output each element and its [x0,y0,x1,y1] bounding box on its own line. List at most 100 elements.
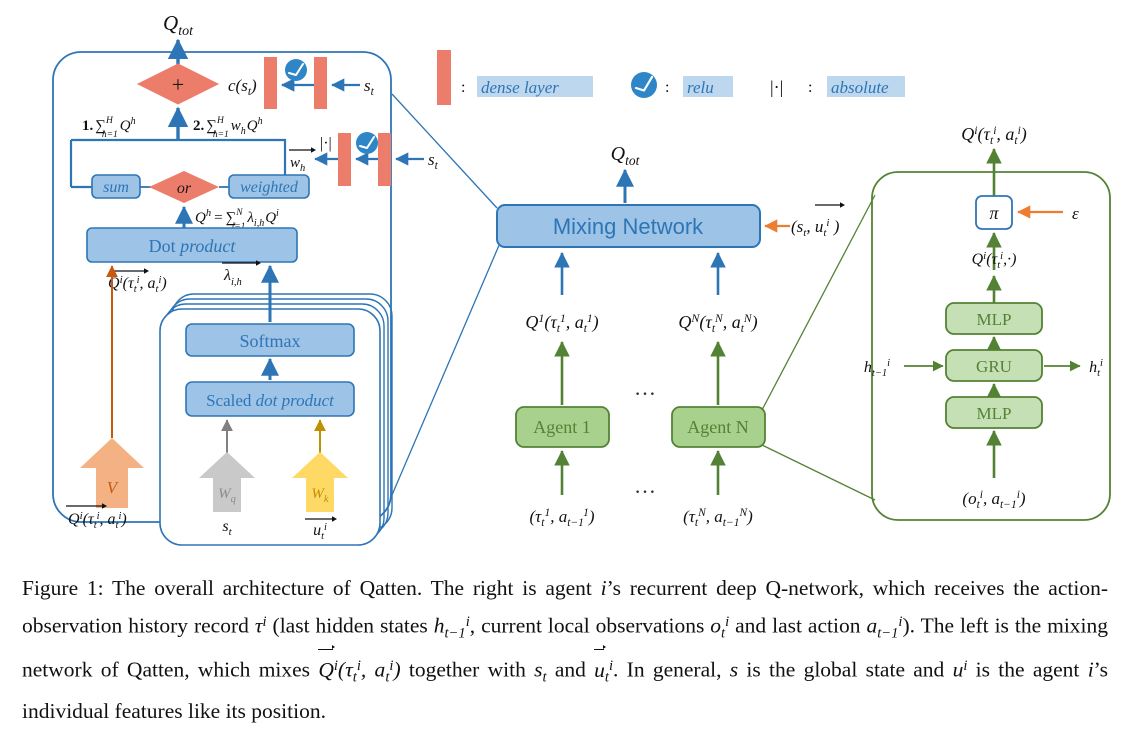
caption-u-sup: i [608,658,614,675]
caption-s-sub: t [542,669,547,686]
caption-t10: is the global state and [738,657,953,682]
legend-absolute-icon: |·| [770,77,783,97]
plus-symbol-label: + [172,72,184,97]
arrow-wq-block: Wq [199,452,255,512]
absolute-symbol-inline: |·| [320,135,332,152]
caption-u-plain-sup: i [963,658,968,675]
legend-absolute-colon: : [808,79,812,96]
q-dot-label: Qi(τti,·) [972,250,1017,271]
overall-architecture-center: Qtot Mixing Network (st, uti ) Q1(τt1, a… [496,143,845,529]
sum-box-label: sum [103,179,129,196]
caption-qvec-args-sup: i [356,658,361,675]
gru-box[interactable]: GRU [945,349,1043,382]
or-diamond[interactable]: or [149,171,219,203]
connector-panel-top [391,93,498,209]
svg-text:Qi(τti, ati): Qi(τti, ati) [108,274,167,295]
arrow-wq-label: Wq [218,486,236,505]
relu-icon-mid [356,132,378,154]
caption-qvec-sup: i [333,658,338,675]
caption-h-sup: i [465,613,470,630]
dense-layer-mid-1 [378,133,391,186]
q-vector-input-label: Qi(τti, ati) [68,510,127,531]
epsilon-label: ε [1072,204,1079,223]
agent-n-box[interactable]: Agent N [671,406,766,448]
caption-qvec-close: ) [393,657,401,682]
connector-panel-bottom [391,242,501,496]
mlp-top-box-label: MLP [977,310,1012,329]
mlp-bottom-box[interactable]: MLP [945,396,1043,429]
center-qtot-label: Qtot [611,143,641,168]
legend-dense-colon: : [461,79,465,96]
caption-u: u [594,644,606,688]
qn-label: QN(τtN, atN) [678,311,757,335]
legend-absolute-label: absolute [831,78,889,97]
caption-qvec-args2-sub: t [385,669,390,686]
or-diamond-label: or [177,180,192,197]
input-ut-bottom-label: uti [305,516,337,542]
mlp-bottom-box-label: MLP [977,404,1012,423]
mixing-network-box[interactable]: Mixing Network [496,204,761,248]
relu-icon-top [285,59,307,81]
dot-product-box[interactable]: Dot product [86,227,298,263]
mixing-network-box-label: Mixing Network [553,214,704,239]
svg-text:wh: wh [290,155,305,174]
caption-t2: ’s recurrent deep Q-network, which recei… [22,576,1108,638]
caption-t9: . In general, [613,657,730,682]
q1-label: Q1(τt1, at1) [525,311,598,335]
lambda-vector-label: λi,h [222,260,261,288]
caption-t11: is the agent [967,657,1088,682]
dense-layer-top-1 [314,57,327,109]
caption-t5: and last action [729,613,867,638]
caption-o-sup: i [725,613,730,630]
weighted-box[interactable]: weighted [228,174,310,199]
mixing-panel-qtot-label: Qtot [163,11,194,39]
agent-n-box-label: Agent N [687,417,749,437]
softmax-box-label: Softmax [240,331,301,351]
caption-qvec: Q [318,644,335,688]
legend-relu-label: relu [687,78,714,97]
scaled-dot-product-box[interactable]: Scaled dot product [185,381,355,417]
softmax-box[interactable]: Softmax [185,323,355,357]
caption-s: s [534,657,543,682]
legend-relu-icon [631,72,657,98]
agent-panel-border [871,171,1111,521]
mlp-top-box[interactable]: MLP [945,302,1043,335]
sum-box[interactable]: sum [91,174,141,199]
caption-a-sup: i [898,613,903,630]
ellipsis-top: … [634,375,656,400]
caption-t1: The overall architecture of Qatten. The … [103,576,601,600]
legend: : dense layer : relu |·| : absolute [437,50,905,105]
legend-relu-colon: : [665,79,669,96]
caption-a-sub: t−1 [877,624,899,641]
st-mid-label: st [428,150,439,172]
caption-tau-sup: i [262,613,267,630]
caption-t6: ). The left is the mixing network of Qat… [22,613,1109,682]
connector-agent-bottom [761,444,876,501]
q-vector-label-mid: Qi(τti, ati) [108,268,167,295]
ellipsis-bottom: … [634,473,656,498]
agent-1-box[interactable]: Agent 1 [515,406,610,448]
agent-network-panel: Qi(τti, ati) π ε Qi(τti,·) MLP GRU ht−1i [864,123,1111,521]
arrow-v-label: V [107,478,120,497]
dense-layer-mid-2 [338,133,351,186]
agent-1-box-label: Agent 1 [533,417,591,437]
c-of-st-label: c(st) [228,76,257,98]
h-next-label: hti [1089,358,1103,379]
caption-qvec-args: (τ [337,657,353,682]
legend-absolute-highlight [827,76,905,97]
w-h-vector-label: wh [289,147,316,174]
pi-box[interactable]: π [975,195,1013,230]
caption-i-2: i [1087,657,1094,682]
figure-caption: Figure 1: The overall architecture of Qa… [22,572,1108,729]
caption-o: o [710,613,722,638]
relu-curve-mid [359,136,375,149]
caption-tau: τ [254,613,263,638]
legend-dense-layer-icon [437,50,451,105]
svg-text:uti: uti [313,522,327,542]
caption-h: h [433,613,445,638]
svg-text:(st, uti ): (st, uti ) [791,217,840,239]
caption-i-1: i [600,576,607,600]
